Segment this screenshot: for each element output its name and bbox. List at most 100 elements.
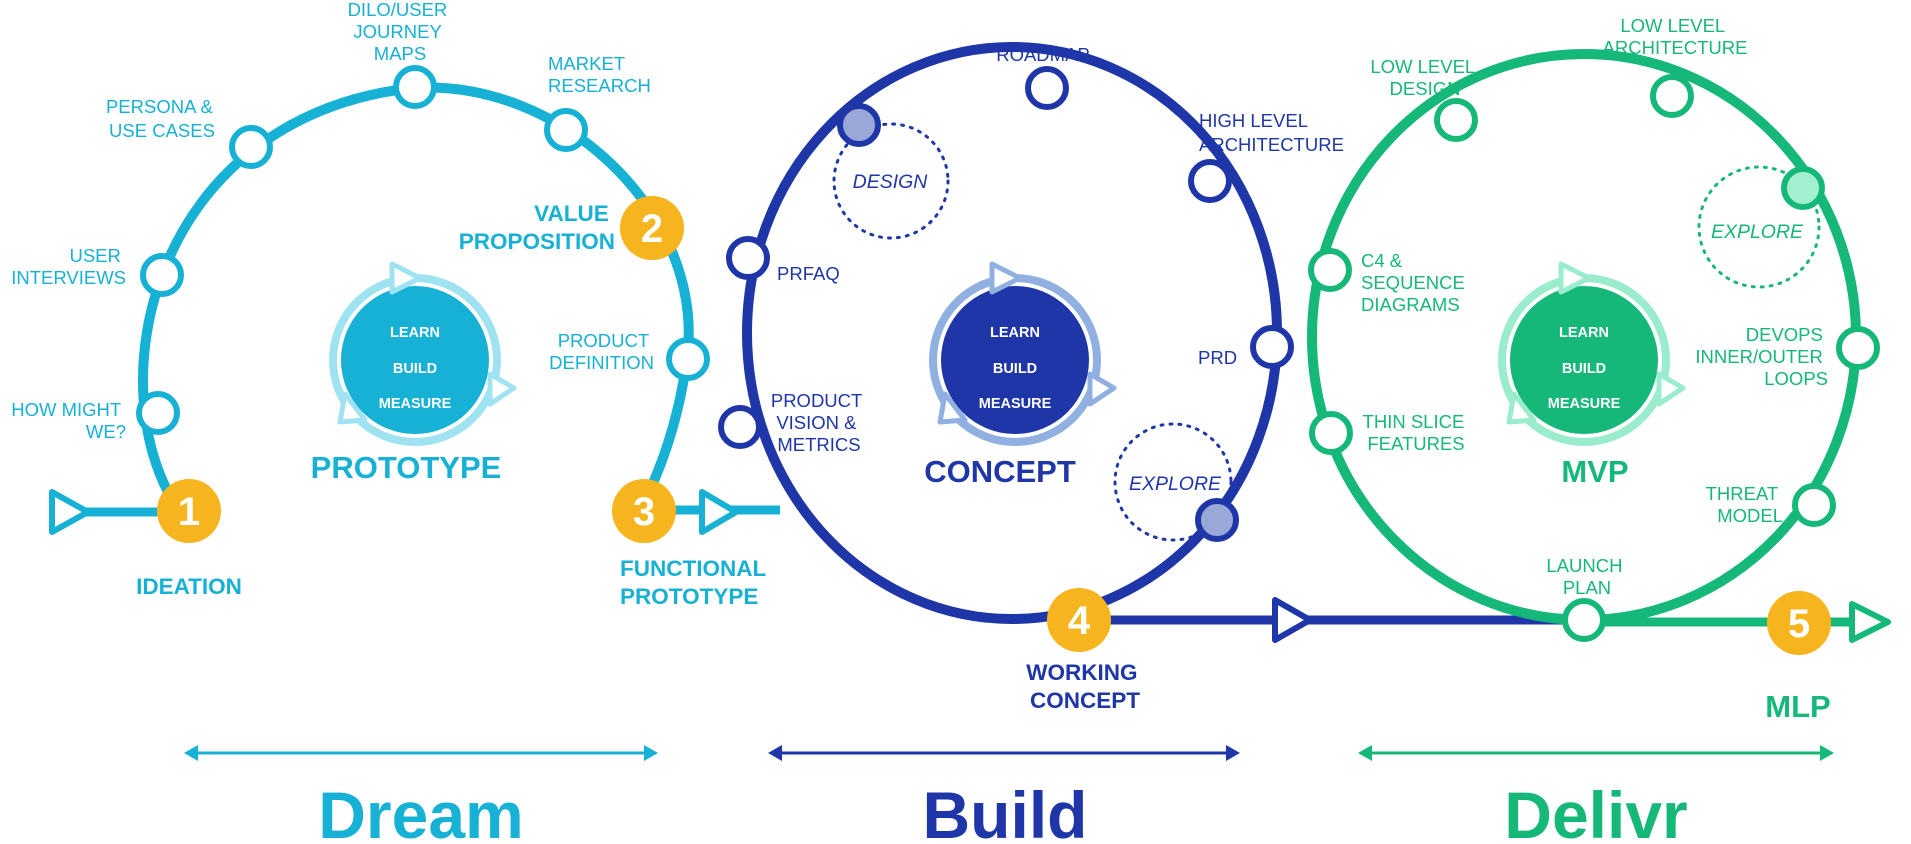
build-node-high-level-architecture bbox=[1188, 159, 1232, 203]
milestone-label: VALUE PROPOSITION bbox=[459, 201, 615, 254]
build-core-arrow-top bbox=[989, 261, 1023, 295]
dream-core-arrow-left bbox=[337, 391, 368, 425]
phase-dream: Dream bbox=[184, 745, 658, 844]
dream-core-measure: MEASURE bbox=[379, 396, 452, 412]
dream-node-user-interviews bbox=[140, 253, 184, 297]
delivr-node-launch-plan bbox=[1562, 598, 1606, 642]
dream-core-arrow-right bbox=[487, 371, 517, 407]
milestone-badge bbox=[612, 479, 676, 543]
build-core-arrow-left bbox=[937, 391, 968, 425]
phase-span-arrow-right bbox=[1820, 745, 1834, 761]
milestone-badge bbox=[157, 479, 221, 543]
build-core-disc bbox=[941, 286, 1089, 434]
build-node-prd bbox=[1250, 325, 1294, 369]
delivr-node-low-level-design bbox=[1434, 98, 1478, 142]
dream-node-label: PRODUCT DEFINITION bbox=[549, 330, 654, 373]
delivr-node-label: LOW LEVEL ARCHITECTURE bbox=[1603, 15, 1748, 58]
build-core-build: BUILD bbox=[993, 361, 1037, 377]
milestone-5: 5 MLP bbox=[1765, 591, 1831, 724]
build-loop: DESIGN EXPLORE PRODUCT VISION & METRICS … bbox=[718, 42, 1570, 643]
phase-span-arrow-right bbox=[644, 745, 658, 761]
dream-entry-arrow bbox=[49, 489, 91, 535]
milestone-badge bbox=[1047, 588, 1111, 652]
build-core-learn: LEARN bbox=[990, 325, 1040, 341]
build-node-label: PRODUCT VISION & METRICS bbox=[771, 390, 867, 455]
dream-loop-arc bbox=[138, 82, 694, 515]
dream-node-persona bbox=[229, 125, 273, 169]
delivr-core-measure: MEASURE bbox=[1548, 396, 1621, 412]
build-exit-arrow bbox=[1272, 597, 1313, 643]
delivr-explore-subloop bbox=[1697, 165, 1821, 289]
phase-span-arrow-left bbox=[1358, 745, 1372, 761]
dream-node-label: DILO/USER JOURNEY MAPS bbox=[348, 0, 453, 64]
design-subloop bbox=[832, 122, 950, 240]
phase-span-arrow-left bbox=[768, 745, 782, 761]
delivr-node-thin-slice bbox=[1309, 411, 1353, 455]
delivr-core-arrow-right bbox=[1656, 371, 1686, 407]
delivr-exit-arrow bbox=[1849, 601, 1891, 643]
delivr-core-arrow-top bbox=[1558, 261, 1592, 295]
build-node-label: HIGH LEVEL ARCHITECTURE bbox=[1199, 110, 1344, 155]
delivr-node-label: LOW LEVEL DESIGN bbox=[1370, 56, 1479, 99]
phase-span-arrow-right bbox=[1226, 745, 1240, 761]
milestone-number: 1 bbox=[178, 490, 200, 534]
stage-prototype: PROTOTYPE bbox=[311, 450, 502, 485]
build-node-design bbox=[837, 103, 881, 147]
dream-node-market-research bbox=[544, 108, 588, 152]
delivr-node-devops-loops bbox=[1836, 326, 1880, 370]
build-explore-subloop-label: EXPLORE bbox=[1129, 473, 1222, 495]
dream-core-learn: LEARN bbox=[390, 325, 440, 341]
milestone-badge bbox=[620, 196, 684, 260]
milestone-label: FUNCTIONAL PROTOTYPE bbox=[620, 556, 772, 609]
dream-node-label: USER INTERVIEWS bbox=[11, 245, 126, 288]
phase-build: Build bbox=[768, 745, 1240, 844]
dream-node-how-might-we bbox=[136, 391, 180, 435]
milestone-2: 2 VALUE PROPOSITION bbox=[459, 196, 684, 260]
milestone-badge bbox=[1767, 591, 1831, 655]
dream-core-disc bbox=[341, 286, 489, 434]
delivr-core-arrow-left bbox=[1506, 391, 1537, 425]
delivr-core-loop: LEARN BUILD MEASURE bbox=[1498, 261, 1686, 446]
delivr-node-label: THREAT MODEL bbox=[1706, 483, 1783, 526]
dream-core-arrow-top bbox=[389, 261, 423, 295]
build-node-prfaq bbox=[726, 236, 770, 280]
delivr-explore-subloop-label: EXPLORE bbox=[1711, 221, 1804, 243]
delivr-core-disc bbox=[1510, 286, 1658, 434]
milestone-1: 1 IDEATION bbox=[136, 479, 242, 599]
stage-concept: CONCEPT bbox=[924, 454, 1076, 489]
delivr-node-label: DEVOPS INNER/OUTER LOOPS bbox=[1695, 324, 1828, 389]
build-core-arrow-right bbox=[1087, 371, 1117, 407]
phase-label: Build bbox=[923, 778, 1088, 844]
build-node-explore bbox=[1195, 498, 1239, 542]
milestone-number: 3 bbox=[633, 490, 655, 534]
milestone-4: 4 WORKING CONCEPT bbox=[1026, 588, 1144, 713]
phase-label: Delivr bbox=[1504, 778, 1687, 844]
dream-core-loop: LEARN BUILD MEASURE bbox=[329, 261, 517, 446]
delivr-node-explore bbox=[1781, 166, 1825, 210]
delivr-node-c4-sequence bbox=[1308, 248, 1352, 292]
build-core-loop: LEARN BUILD MEASURE bbox=[929, 261, 1117, 446]
design-subloop-label: DESIGN bbox=[853, 171, 929, 193]
delivr-node-threat-model bbox=[1792, 483, 1836, 527]
dream-node-label: HOW MIGHT WE? bbox=[11, 399, 126, 442]
milestone-label: MLP bbox=[1765, 689, 1830, 724]
milestone-number: 5 bbox=[1788, 602, 1810, 646]
delivr-loop: EXPLORE THIN SLICE FEATURES C4 & SEQUENC… bbox=[1307, 15, 1891, 643]
phase-span-arrow-left bbox=[184, 745, 198, 761]
milestone-label: WORKING CONCEPT bbox=[1026, 660, 1144, 713]
milestone-label: IDEATION bbox=[136, 574, 242, 599]
dream-exit-arrow bbox=[699, 489, 739, 535]
dream-node-label: MARKET RESEARCH bbox=[548, 53, 651, 96]
phase-label: Dream bbox=[318, 778, 523, 844]
stage-mvp: MVP bbox=[1561, 454, 1628, 489]
dream-node-journey-maps bbox=[393, 65, 437, 109]
build-node-label: ROADMAP bbox=[996, 44, 1090, 65]
delivr-node-low-level-architecture bbox=[1650, 74, 1694, 118]
build-node-product-vision bbox=[718, 405, 762, 449]
delivr-node-label: THIN SLICE FEATURES bbox=[1363, 411, 1470, 454]
milestone-number: 2 bbox=[641, 207, 663, 251]
dream-loop: HOW MIGHT WE? USER INTERVIEWS PERSONA & … bbox=[11, 0, 780, 535]
milestone-number: 4 bbox=[1068, 599, 1091, 643]
delivr-node-label: LAUNCH PLAN bbox=[1546, 555, 1627, 598]
